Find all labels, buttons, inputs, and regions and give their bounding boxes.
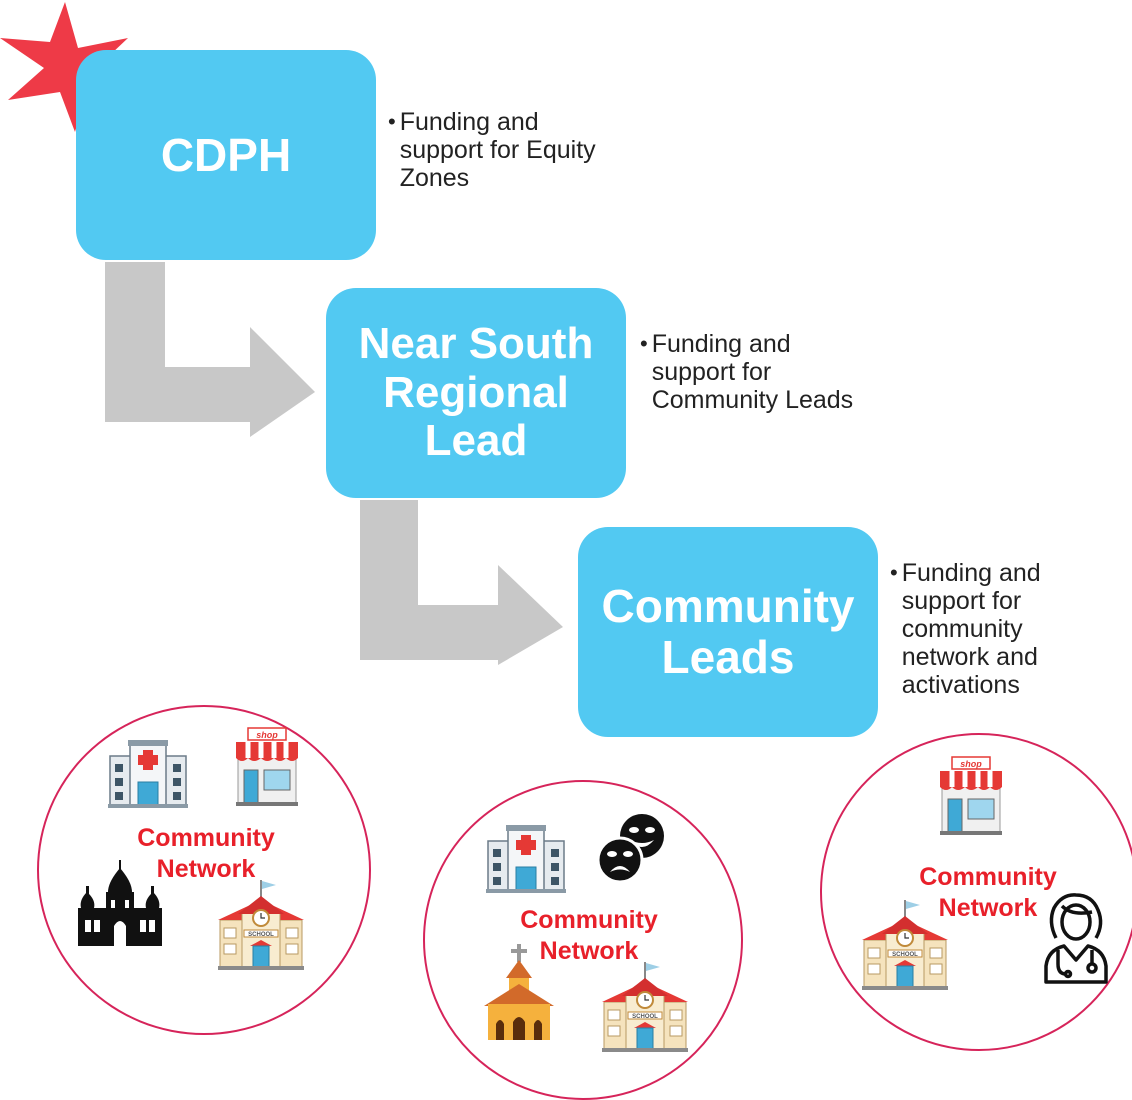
doctor-icon — [1044, 893, 1108, 984]
bullet-dot-icon: • — [388, 109, 396, 134]
mosque-icon — [78, 860, 162, 946]
bullet-dot-icon: • — [640, 331, 648, 356]
cdph-bullet: • Funding and support for Equity Zones — [388, 108, 608, 192]
hospital-icon — [486, 825, 566, 893]
star-icon — [0, 2, 128, 132]
school-icon: SCHOOL — [218, 880, 304, 970]
regional-lead-label: Near South Regional Lead — [358, 319, 594, 466]
school-icon: SCHOOL — [862, 900, 948, 990]
hospital-icon — [108, 740, 188, 808]
theater-masks-icon — [596, 814, 664, 884]
shop-sign-text: shop — [960, 759, 982, 769]
flow-arrow-2 — [360, 500, 563, 665]
cdph-label: CDPH — [160, 128, 292, 181]
school-sign-text: SCHOOL — [248, 932, 274, 938]
regional-lead-bullet-text: Funding and support for Community Leads — [651, 330, 854, 414]
community-leads-box: Community Leads — [578, 527, 878, 737]
church-icon — [484, 944, 554, 1040]
shop-sign-text: shop — [256, 730, 278, 740]
regional-lead-bullet: • Funding and support for Community Lead… — [640, 330, 870, 414]
shop-icon: shop — [940, 756, 1002, 835]
community-network-circle-2 — [423, 780, 743, 1100]
regional-lead-box: Near South Regional Lead — [326, 288, 626, 498]
community-network-label-1: Community Network — [137, 824, 275, 883]
flow-arrow-1 — [105, 262, 315, 437]
school-sign-text: SCHOOL — [632, 1014, 658, 1020]
cdph-box: CDPH — [76, 50, 376, 260]
community-network-label-2: Community Network — [520, 906, 658, 965]
shop-icon: shop — [236, 727, 298, 806]
school-sign-text: SCHOOL — [892, 952, 918, 958]
community-network-label-3: Community Network — [919, 863, 1057, 922]
cdph-bullet-text: Funding and support for Equity Zones — [399, 108, 596, 192]
community-leads-label: Community Leads — [601, 580, 855, 683]
bullet-dot-icon: • — [890, 560, 898, 585]
community-network-circle-1 — [37, 705, 371, 1035]
community-leads-bullet-text: Funding and support for community networ… — [901, 559, 1041, 699]
school-icon: SCHOOL — [602, 962, 688, 1052]
community-leads-bullet: • Funding and support for community netw… — [890, 559, 1090, 699]
